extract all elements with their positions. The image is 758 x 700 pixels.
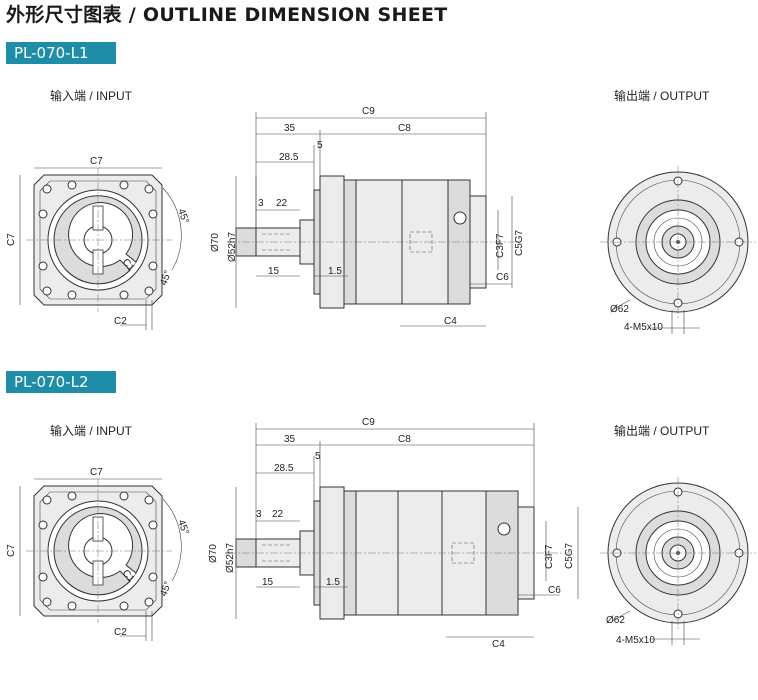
dim-c7-side: C7 — [6, 544, 17, 557]
dim-c4: C4 — [492, 639, 505, 650]
dim-c3f7: C3F7 — [495, 233, 506, 258]
dim-c6: C6 — [548, 585, 561, 596]
drawing-section-l1: C7 C7 C1 C2 45° 45° C9 — [6, 106, 756, 334]
dim-phi52h7: Ø52h7 — [227, 232, 238, 262]
dim-c3f7: C3F7 — [544, 544, 555, 569]
dim-28-5: 28.5 — [274, 463, 294, 474]
dim-5: 5 — [317, 140, 323, 151]
drawing-section-l2: C7 C7 C1 C2 45° 45° C9 — [6, 417, 756, 650]
output-view-label: 输出端 / OUTPUT — [614, 89, 710, 103]
output-flange-view — [600, 477, 756, 645]
dim-5: 5 — [315, 451, 321, 462]
dim-35: 35 — [284, 434, 296, 445]
side-view — [228, 423, 579, 638]
dim-phi70: Ø70 — [210, 233, 221, 252]
dim-c5g7: C5G7 — [564, 542, 575, 569]
dim-c7-top: C7 — [90, 467, 103, 478]
dim-phi52h7: Ø52h7 — [225, 543, 236, 573]
dim-phi62: Ø62 — [606, 615, 625, 626]
dim-c9: C9 — [362, 417, 375, 428]
dim-35: 35 — [284, 123, 296, 134]
input-view-label: 输入端 / INPUT — [50, 89, 133, 103]
model-badge: PL-070-L1 — [6, 42, 116, 64]
dim-c5g7: C5G7 — [514, 229, 525, 256]
side-view — [228, 112, 520, 327]
dim-3: 3 — [258, 198, 264, 209]
dim-c2: C2 — [114, 316, 127, 327]
dim-angle-45-upper: 45° — [175, 518, 191, 536]
dim-c8: C8 — [398, 434, 411, 445]
dim-phi70: Ø70 — [208, 544, 219, 563]
dim-angle-45-upper: 45° — [175, 207, 191, 225]
dim-28-5: 28.5 — [279, 152, 299, 163]
dim-phi62: Ø62 — [610, 304, 629, 315]
input-view-label: 输入端 / INPUT — [50, 424, 133, 438]
dim-22: 22 — [276, 198, 288, 209]
input-flange-view — [19, 478, 182, 641]
output-flange-view — [600, 166, 756, 334]
output-view-label: 输出端 / OUTPUT — [614, 424, 710, 438]
dim-angle-45-lower: 45° — [158, 580, 174, 598]
dim-angle-45-lower: 45° — [158, 269, 174, 287]
dim-1-5: 1.5 — [328, 266, 342, 277]
dim-22: 22 — [272, 509, 284, 520]
dim-3: 3 — [256, 509, 262, 520]
dim-4-m5x10: 4-M5x10 — [624, 322, 663, 333]
model-badge: PL-070-L2 — [6, 371, 116, 393]
dim-c8: C8 — [398, 123, 411, 134]
dim-c2: C2 — [114, 627, 127, 638]
dim-c7-top: C7 — [90, 156, 103, 167]
input-flange-view — [19, 167, 182, 330]
dim-4-m5x10: 4-M5x10 — [616, 635, 655, 646]
dim-1-5: 1.5 — [326, 577, 340, 588]
dim-c9: C9 — [362, 106, 375, 117]
dim-c7-side: C7 — [6, 233, 17, 246]
dim-c4: C4 — [444, 316, 457, 327]
page-title: 外形尺寸图表 / OUTLINE DIMENSION SHEET — [6, 4, 448, 26]
dim-15: 15 — [262, 577, 274, 588]
dim-c6: C6 — [496, 272, 509, 283]
dim-15: 15 — [268, 266, 280, 277]
